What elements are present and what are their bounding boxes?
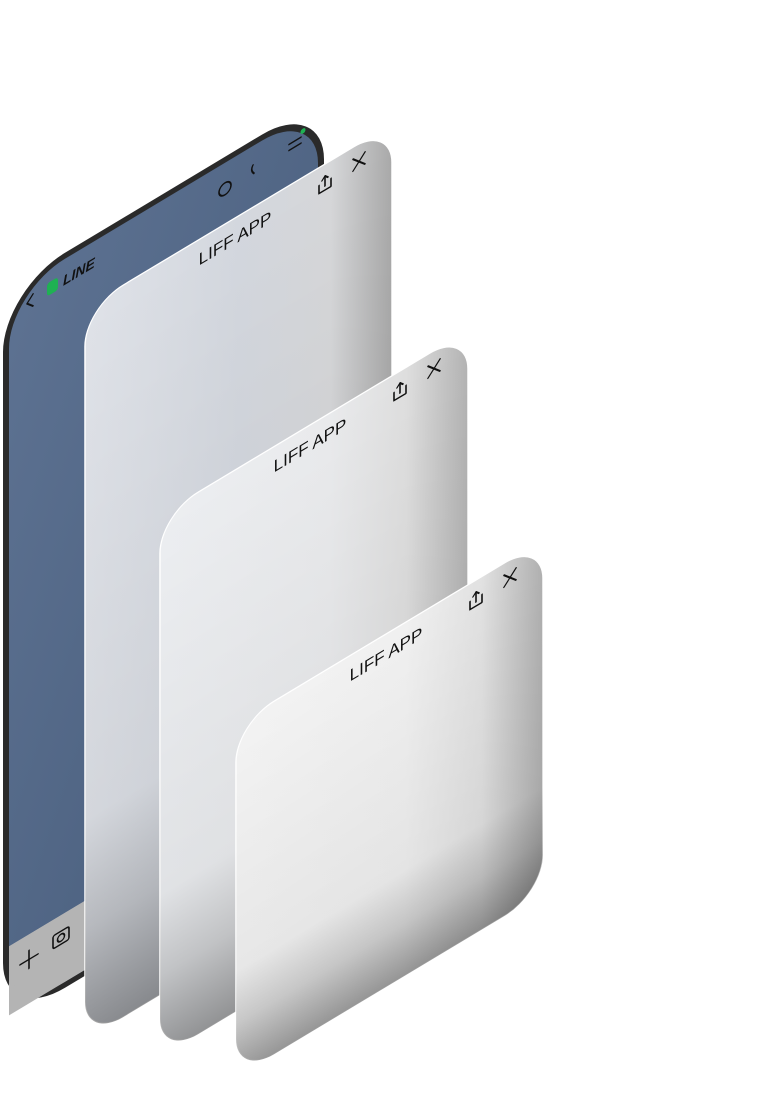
plus-icon[interactable]: [19, 945, 39, 974]
close-icon[interactable]: [503, 567, 517, 589]
share-icon[interactable]: [393, 379, 407, 402]
menu-icon[interactable]: [288, 127, 306, 152]
share-icon[interactable]: [318, 172, 332, 195]
clock-icon[interactable]: [218, 179, 232, 198]
share-icon[interactable]: [469, 588, 483, 611]
line-logo-icon: [47, 278, 58, 296]
back-chevron-icon[interactable]: [26, 293, 34, 310]
phone-icon[interactable]: [250, 164, 255, 175]
close-icon[interactable]: [427, 358, 441, 380]
liff-panel-compact: LIFF APP: [235, 555, 544, 1062]
close-icon[interactable]: [352, 151, 366, 173]
camera-icon[interactable]: [52, 926, 70, 950]
